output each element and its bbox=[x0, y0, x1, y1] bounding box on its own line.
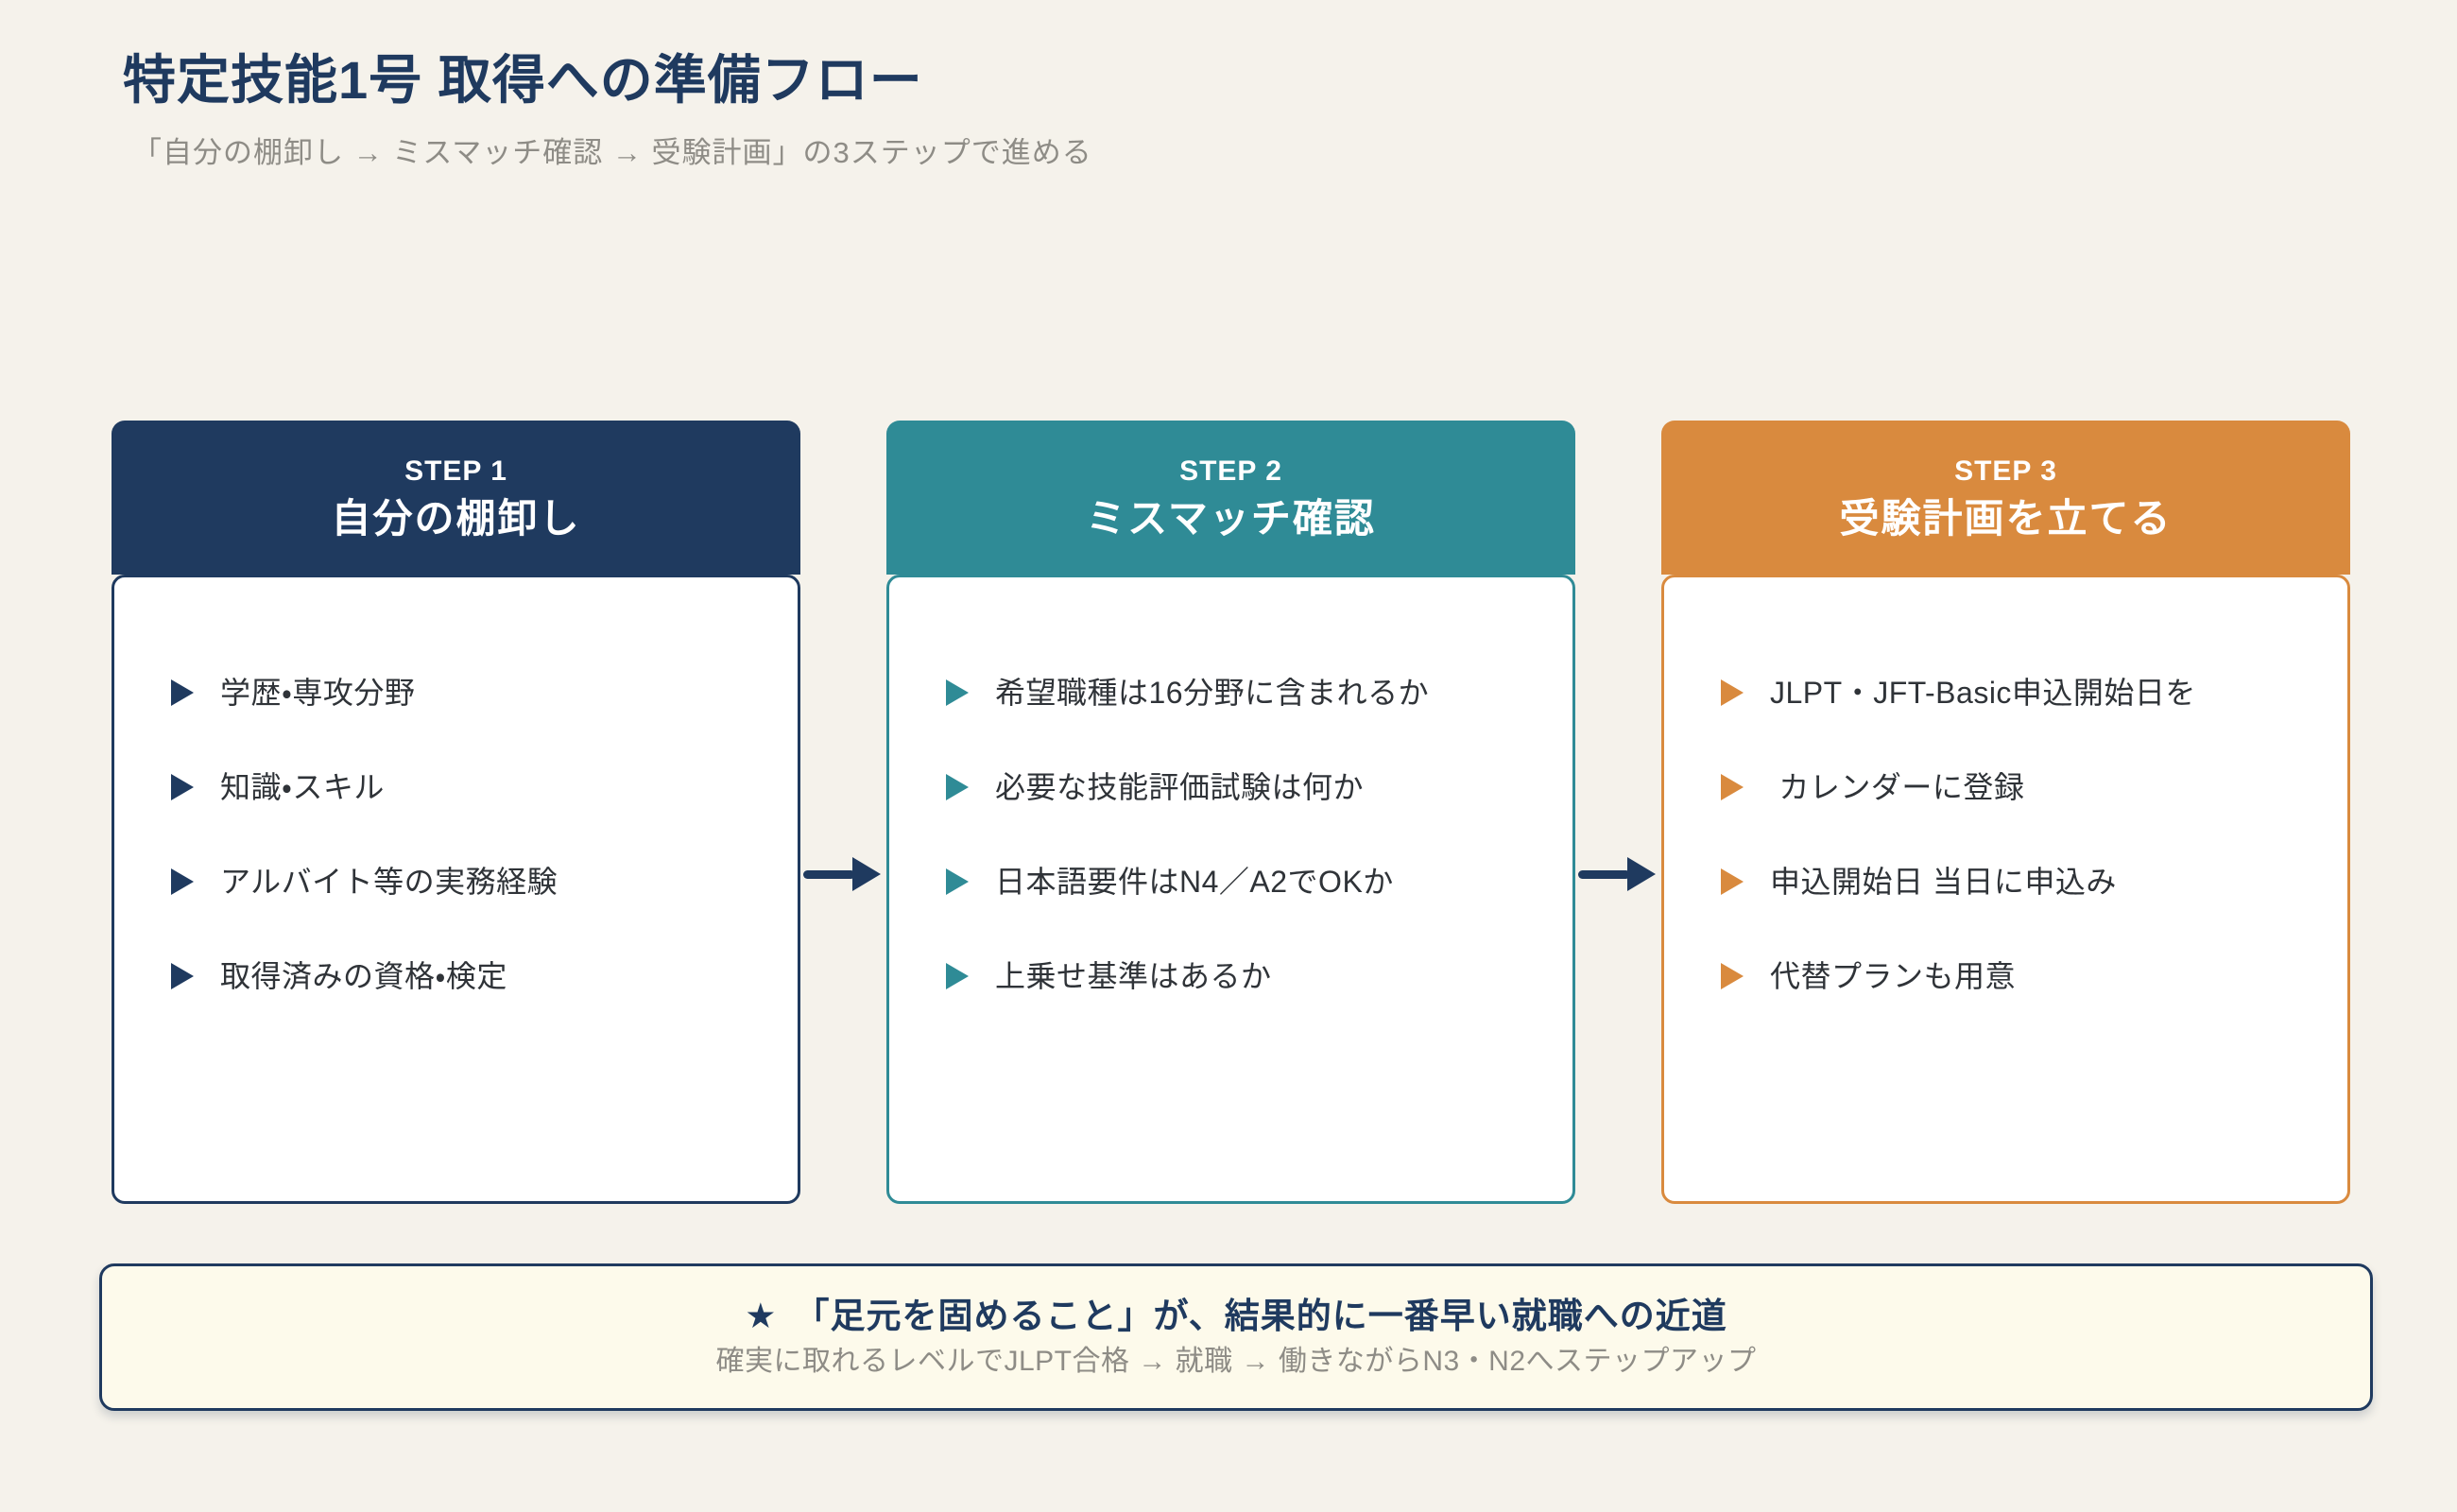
triangle-right-icon bbox=[1721, 679, 1744, 706]
triangle-right-icon bbox=[946, 679, 969, 706]
list-item: 取得済みの資格・検定 bbox=[171, 957, 760, 995]
step-3-label: STEP 3 bbox=[1954, 455, 2057, 487]
step-card-2: STEP 2 ミスマッチ確認 希望職種は16分野に含まれるか 必要な技能評価試験… bbox=[886, 421, 1575, 1204]
list-item-text: 希望職種は16分野に含まれるか bbox=[995, 676, 1430, 710]
step-1-label: STEP 1 bbox=[404, 455, 507, 487]
triangle-right-icon bbox=[946, 963, 969, 989]
step-2-label: STEP 2 bbox=[1179, 455, 1282, 487]
step-3-title: 受験計画を立てる bbox=[1839, 495, 2173, 541]
list-item: 代替プランも用意 bbox=[1721, 957, 2310, 995]
step-card-1: STEP 1 自分の棚卸し 学歴・専攻分野 知識・スキル アルバイト等の実務経験 bbox=[112, 421, 800, 1204]
list-item: JLPT・JFT-Basic申込開始日を bbox=[1721, 674, 2310, 712]
list-item-text: 必要な技能評価試験は何か bbox=[995, 770, 1365, 804]
list-item: 学歴・専攻分野 bbox=[171, 674, 760, 712]
page-subtitle: 「自分の棚卸し → ミスマッチ確認 → 受験計画」の3ステップで進める bbox=[132, 136, 1092, 169]
note-title-text: 「足元を固めること」が、結果的に一番早い就職への近道 bbox=[794, 1297, 1727, 1335]
step-3-body: JLPT・JFT-Basic申込開始日を カレンダーに登録 申込開始日 当日に申… bbox=[1661, 575, 2350, 1204]
arrow-right-icon bbox=[803, 869, 855, 879]
step-1-body: 学歴・専攻分野 知識・スキル アルバイト等の実務経験 取得済みの資格・検定 bbox=[112, 575, 800, 1204]
step-3-header: STEP 3 受験計画を立てる bbox=[1661, 421, 2350, 575]
step-1-title: 自分の棚卸し bbox=[331, 495, 581, 541]
step-1-header: STEP 1 自分の棚卸し bbox=[112, 421, 800, 575]
triangle-right-icon bbox=[171, 679, 194, 706]
list-item-text: JLPT・JFT-Basic申込開始日を bbox=[1770, 676, 2196, 710]
flow-arrow-1 bbox=[800, 857, 886, 891]
triangle-right-icon bbox=[946, 774, 969, 800]
list-item-text: 学歴・専攻分野 bbox=[220, 676, 416, 710]
step-card-3: STEP 3 受験計画を立てる JLPT・JFT-Basic申込開始日を カレン… bbox=[1661, 421, 2350, 1204]
list-item: 申込開始日 当日に申込み bbox=[1721, 863, 2310, 901]
star-icon: ★ bbox=[745, 1297, 778, 1335]
flow-arrow-2 bbox=[1575, 857, 1661, 891]
note-subtitle: 確実に取れるレベルでJLPT合格 → 就職 → 働きながらN3・N2へステップア… bbox=[715, 1346, 1757, 1377]
steps-flow: STEP 1 自分の棚卸し 学歴・専攻分野 知識・スキル アルバイト等の実務経験 bbox=[112, 421, 2350, 1204]
arrow-right-icon bbox=[852, 857, 881, 891]
list-item-text: カレンダーに登録 bbox=[1770, 770, 2025, 804]
list-item: アルバイト等の実務経験 bbox=[171, 863, 760, 901]
note-title: ★ 「足元を固めること」が、結果的に一番早い就職への近道 bbox=[745, 1298, 1727, 1333]
triangle-right-icon bbox=[1721, 774, 1744, 800]
list-item-text: 知識・スキル bbox=[220, 770, 385, 804]
step-2-title: ミスマッチ確認 bbox=[1086, 495, 1376, 541]
list-item: 希望職種は16分野に含まれるか bbox=[946, 674, 1535, 712]
list-item: 日本語要件はN4／A2でOKか bbox=[946, 863, 1535, 901]
note-box: ★ 「足元を固めること」が、結果的に一番早い就職への近道 確実に取れるレベルでJ… bbox=[99, 1263, 2373, 1411]
arrow-right-icon bbox=[1578, 869, 1630, 879]
triangle-right-icon bbox=[171, 774, 194, 800]
list-item-text: 上乗せ基準はあるか bbox=[995, 959, 1272, 993]
triangle-right-icon bbox=[1721, 868, 1744, 895]
list-item: 上乗せ基準はあるか bbox=[946, 957, 1535, 995]
list-item-text: 申込開始日 当日に申込み bbox=[1770, 865, 2117, 899]
list-item-text: アルバイト等の実務経験 bbox=[220, 865, 558, 899]
list-item: カレンダーに登録 bbox=[1721, 768, 2310, 806]
step-2-body: 希望職種は16分野に含まれるか 必要な技能評価試験は何か 日本語要件はN4／A2… bbox=[886, 575, 1575, 1204]
list-item-text: 代替プランも用意 bbox=[1770, 959, 2017, 993]
triangle-right-icon bbox=[946, 868, 969, 895]
list-item-text: 取得済みの資格・検定 bbox=[220, 959, 507, 993]
list-item-text: 日本語要件はN4／A2でOKか bbox=[995, 865, 1394, 899]
triangle-right-icon bbox=[171, 868, 194, 895]
step-2-header: STEP 2 ミスマッチ確認 bbox=[886, 421, 1575, 575]
list-item: 必要な技能評価試験は何か bbox=[946, 768, 1535, 806]
arrow-right-icon bbox=[1627, 857, 1656, 891]
triangle-right-icon bbox=[171, 963, 194, 989]
triangle-right-icon bbox=[1721, 963, 1744, 989]
page-title: 特定技能1号 取得への準備フロー bbox=[123, 50, 923, 110]
list-item: 知識・スキル bbox=[171, 768, 760, 806]
